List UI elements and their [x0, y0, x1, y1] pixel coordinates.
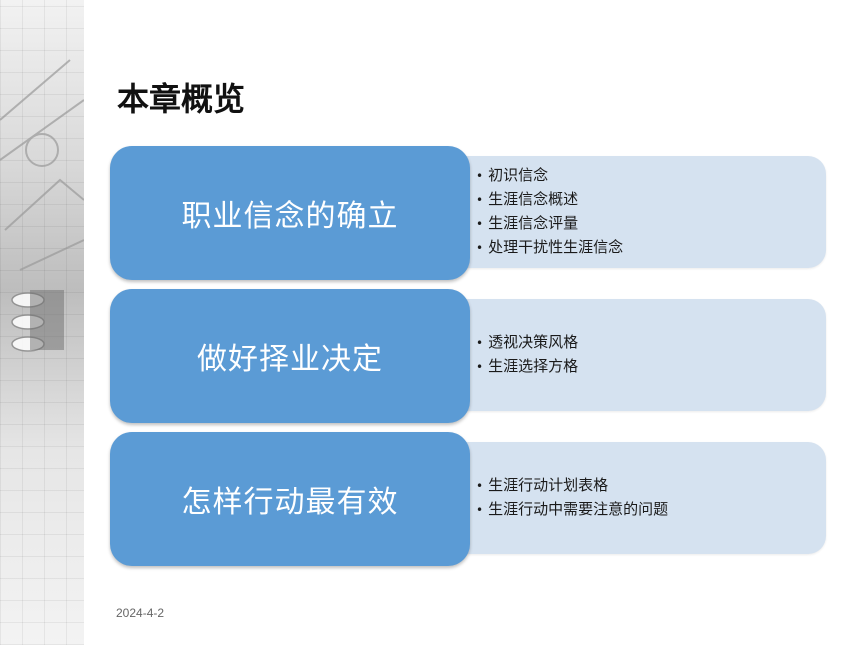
bullet-list: 初识信念 生涯信念概述 生涯信念评量 处理干扰性生涯信念 [476, 156, 814, 268]
overview-row-1: 职业信念的确立 初识信念 生涯信念概述 生涯信念评量 处理干扰性生涯信念 [110, 146, 826, 280]
overview-row-3: 怎样行动最有效 生涯行动计划表格 生涯行动中需要注意的问题 [110, 432, 826, 566]
bullet-item: 生涯信念评量 [476, 212, 814, 236]
bullet-item: 透视决策风格 [476, 331, 814, 355]
bullet-list: 透视决策风格 生涯选择方格 [476, 299, 814, 411]
bullet-item: 生涯行动计划表格 [476, 474, 814, 498]
section-box[interactable]: 做好择业决定 [110, 289, 470, 423]
bullet-item: 生涯行动中需要注意的问题 [476, 498, 814, 522]
section-box[interactable]: 职业信念的确立 [110, 146, 470, 280]
bullet-item: 处理干扰性生涯信念 [476, 236, 814, 260]
bullet-item: 生涯信念概述 [476, 188, 814, 212]
slide-title: 本章概览 [117, 80, 246, 118]
decorative-background-image [0, 0, 84, 645]
section-box[interactable]: 怎样行动最有效 [110, 432, 470, 566]
overview-row-2: 做好择业决定 透视决策风格 生涯选择方格 [110, 289, 826, 423]
bullet-item: 生涯选择方格 [476, 355, 814, 379]
bullet-list: 生涯行动计划表格 生涯行动中需要注意的问题 [476, 442, 814, 554]
bullet-item: 初识信念 [476, 164, 814, 188]
slide-date: 2024-4-2 [116, 606, 165, 620]
